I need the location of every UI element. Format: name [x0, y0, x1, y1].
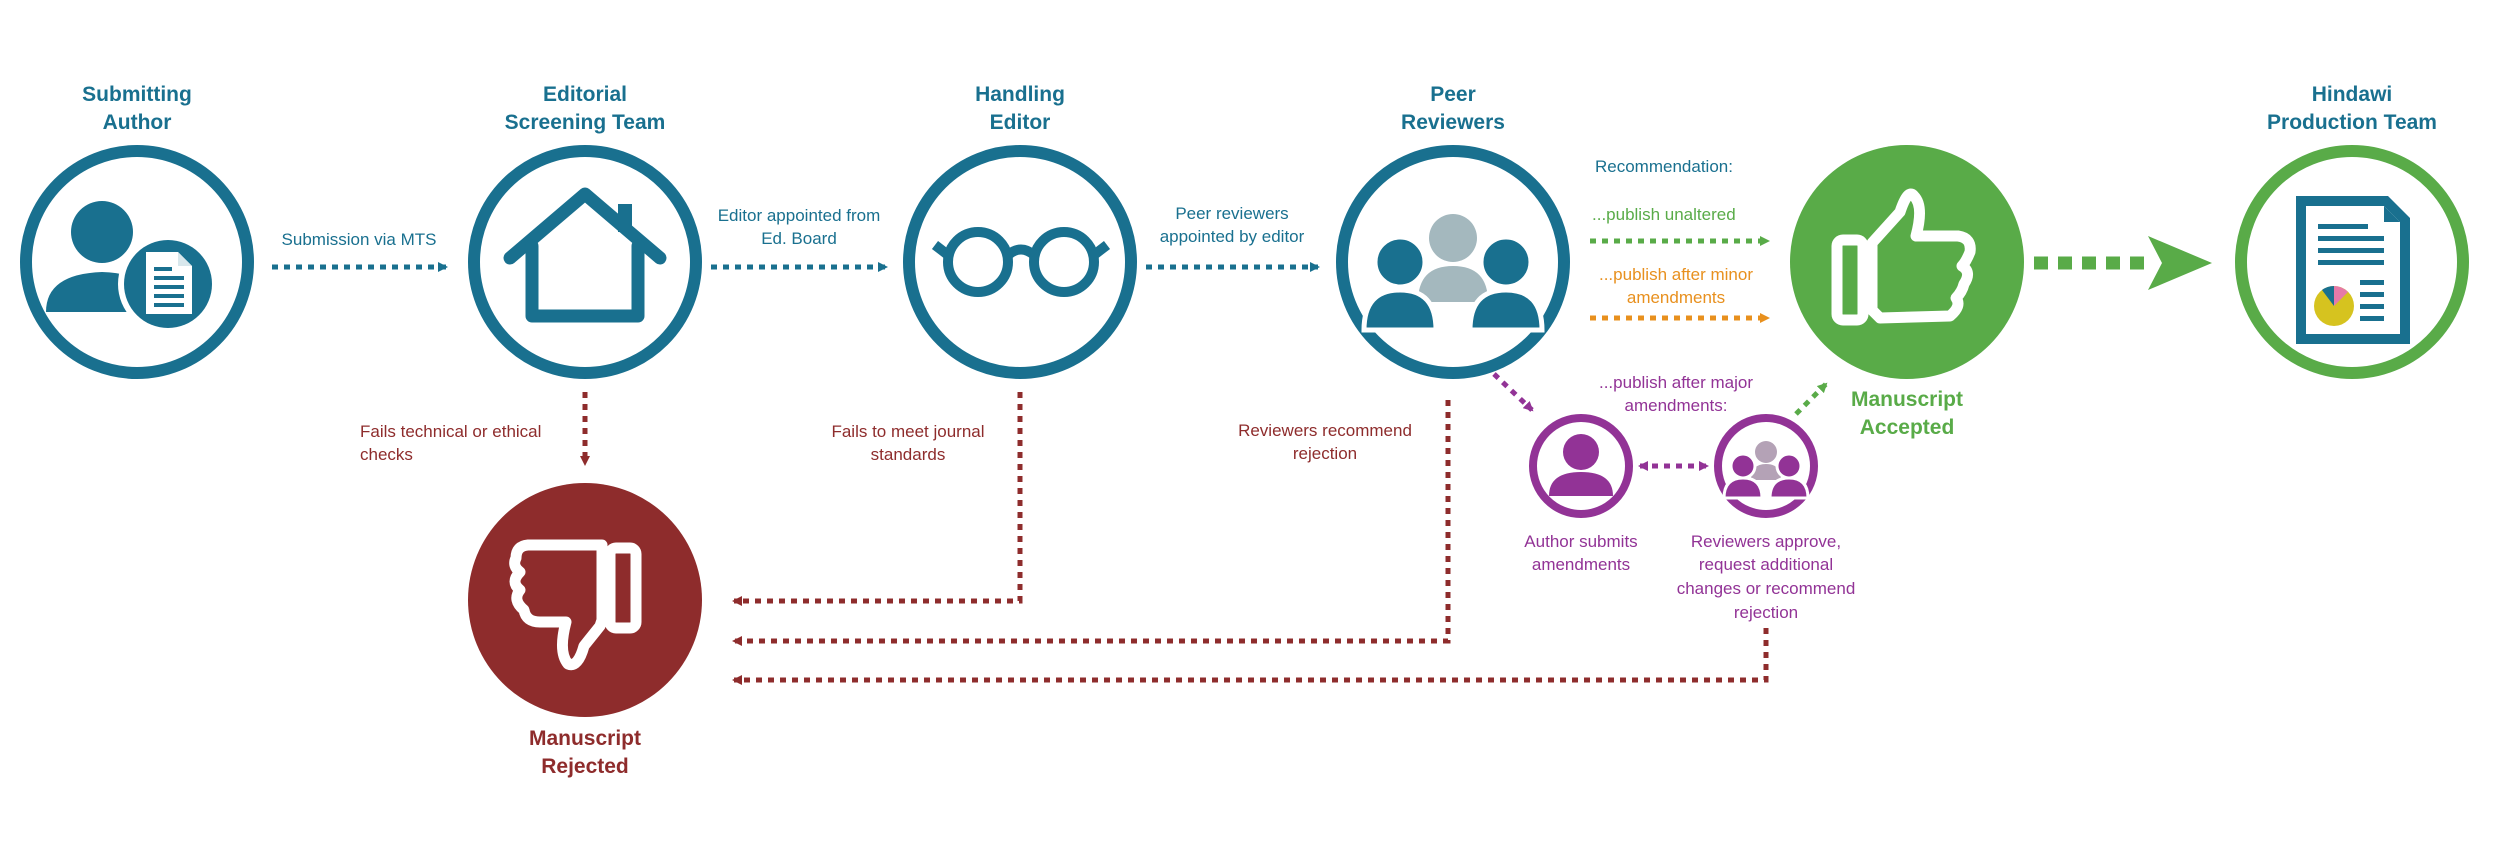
editor-node [903, 145, 1137, 379]
accepted-title-line1: Manuscript [1851, 388, 1963, 411]
fails-checks-label-line2: checks [360, 445, 413, 464]
reviewers-reject-label-line2: rejection [1293, 444, 1357, 463]
small-people-group-icon [1722, 441, 1810, 500]
fails-standards-label-line2: standards [871, 445, 946, 464]
house-icon [503, 187, 667, 323]
reviewers-approve-node [1714, 414, 1818, 518]
reviewers-title-line2: Reviewers [1401, 111, 1505, 134]
arrow-approve-to-accepted [1794, 382, 1828, 416]
rejected-title-line1: Manuscript [529, 727, 641, 750]
reviewers-node [1336, 145, 1570, 379]
production-title-line1: Hindawi [2312, 83, 2393, 106]
rejected-title-line2: Rejected [541, 755, 629, 778]
arrow-approve-reject [732, 628, 1769, 685]
reviewers-approve-label-line3: changes or recommend [1677, 579, 1856, 598]
thumbs-down-icon [509, 539, 642, 671]
reviewers-approve-label-line2: request additional [1699, 555, 1833, 574]
arrow-to-production [2034, 236, 2212, 290]
publish-unaltered-label: ...publish unaltered [1592, 205, 1736, 224]
appoint-reviewers-label-line2: appointed by editor [1160, 227, 1305, 246]
author-title: Submitting Author [82, 83, 192, 134]
glasses-icon [931, 227, 1111, 297]
people-group-icon [1361, 214, 1545, 333]
production-title: Hindawi Production Team [2267, 83, 2437, 134]
editor-title: Handling Editor [975, 83, 1065, 134]
person-icon [1549, 434, 1613, 496]
screening-node [468, 145, 702, 379]
fails-standards-label-line1: Fails to meet journal [831, 422, 984, 441]
editor-title-line1: Handling [975, 83, 1065, 106]
author-amend-node [1529, 414, 1633, 518]
arrow-fails-standards [732, 392, 1023, 606]
screening-title-line1: Editorial [543, 83, 627, 106]
production-node [2235, 145, 2469, 379]
arrow-reviewers-reject [732, 400, 1451, 646]
author-title-line1: Submitting [82, 83, 192, 106]
reviewers-reject-label-line1: Reviewers recommend [1238, 421, 1412, 440]
reviewers-approve-label-line1: Reviewers approve, [1691, 532, 1841, 551]
arrow-to-author-amend [1492, 372, 1534, 412]
accepted-title-line2: Accepted [1860, 416, 1955, 439]
reviewers-title: Peer Reviewers [1401, 83, 1505, 134]
recommendation-heading: Recommendation: [1595, 157, 1733, 176]
screening-title: Editorial Screening Team [505, 83, 666, 134]
author-amend-label-line1: Author submits [1524, 532, 1637, 551]
author-document-icon [46, 201, 218, 334]
thumbs-up-icon [1831, 188, 1976, 326]
reviewers-title-line1: Peer [1430, 83, 1476, 106]
publish-major-label-line2: amendments: [1625, 396, 1728, 415]
reviewers-approve-label-line4: rejection [1734, 603, 1798, 622]
accepted-title: Manuscript Accepted [1851, 388, 1963, 439]
screening-title-line2: Screening Team [505, 111, 666, 134]
publish-major-label-line1: ...publish after major [1599, 373, 1753, 392]
author-node [20, 145, 254, 379]
accepted-node [1790, 145, 2024, 379]
appoint-editor-label-line2: Ed. Board [761, 229, 837, 248]
publish-minor-label-line1: ...publish after minor [1599, 265, 1753, 284]
appoint-editor-label-line1: Editor appointed from [718, 206, 881, 225]
rejected-title: Manuscript Rejected [529, 727, 641, 778]
author-title-line2: Author [103, 111, 172, 134]
editor-title-line2: Editor [990, 111, 1051, 134]
submission-label: Submission via MTS [282, 230, 437, 249]
author-amend-label-line2: amendments [1532, 555, 1630, 574]
production-title-line2: Production Team [2267, 111, 2437, 134]
appoint-reviewers-label-line1: Peer reviewers [1175, 204, 1288, 223]
rejected-node [468, 483, 702, 717]
document-chart-icon [2296, 196, 2410, 344]
publish-minor-label-line2: amendments [1627, 288, 1725, 307]
fails-checks-label-line1: Fails technical or ethical [360, 422, 541, 441]
